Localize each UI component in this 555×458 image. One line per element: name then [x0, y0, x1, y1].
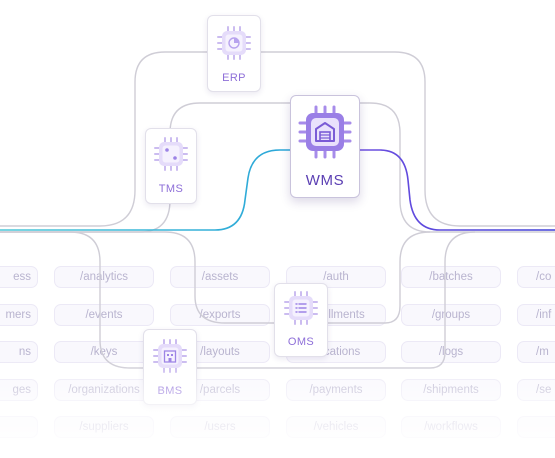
wms-label: WMS — [305, 172, 345, 189]
building-icon — [153, 339, 187, 373]
oms-node[interactable]: OMS — [274, 283, 328, 357]
oms-connection-right — [328, 231, 431, 324]
tms-connection — [0, 102, 555, 233]
wms-node[interactable]: WMS — [290, 95, 360, 198]
erp-node[interactable]: ERP — [207, 15, 261, 92]
tms-label: TMS — [158, 183, 184, 195]
dice-icon — [154, 137, 188, 171]
oms-label: OMS — [287, 336, 315, 348]
erp-label: ERP — [222, 72, 246, 84]
pie-chart-icon — [217, 26, 251, 60]
oms-connection — [0, 231, 275, 324]
erp-connection — [0, 51, 555, 227]
tms-node[interactable]: TMS — [145, 128, 197, 204]
wms-connection-right — [360, 149, 555, 231]
bms-connection — [0, 231, 476, 369]
list-icon — [284, 291, 318, 325]
warehouse-icon — [298, 105, 352, 159]
bms-node[interactable]: BMS — [143, 329, 197, 405]
bms-label: BMS — [157, 385, 183, 397]
